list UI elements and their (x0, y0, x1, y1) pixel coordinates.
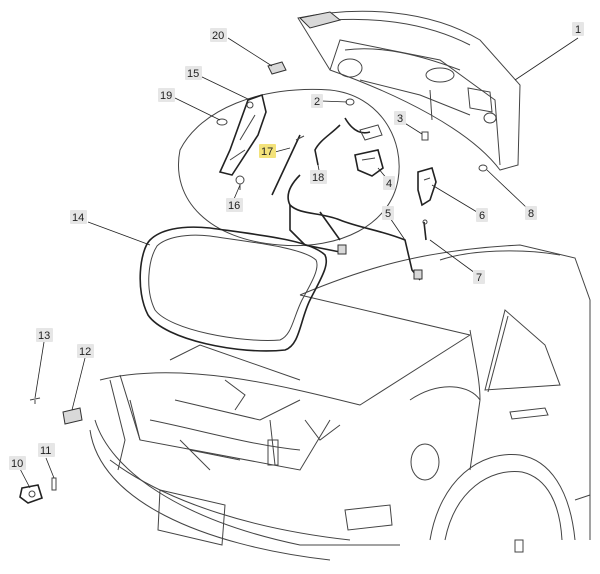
leader-lines (17, 37, 579, 489)
callout-19-label: 19 (160, 90, 172, 102)
callout-7: 7 (473, 270, 485, 284)
callout-15-label: 15 (187, 68, 199, 80)
lift-strut (271, 134, 305, 196)
callout-2-label: 2 (314, 96, 320, 108)
striker (417, 167, 437, 207)
callout-16-label: 16 (228, 200, 240, 212)
callout-10: 10 (9, 456, 26, 470)
callout-4: 4 (383, 176, 395, 190)
callout-2: 2 (311, 94, 323, 108)
callout-18-label: 18 (312, 172, 324, 184)
callout-10-label: 10 (11, 458, 23, 470)
callout-5-label: 5 (385, 208, 391, 220)
weatherstrip (139, 226, 328, 352)
callout-20: 20 (210, 28, 227, 42)
callout-1-label: 1 (575, 24, 581, 36)
callout-15: 15 (185, 66, 202, 80)
bumper-20 (267, 61, 287, 75)
callout-17-label: 17 (261, 146, 273, 158)
bolt-7 (422, 219, 428, 241)
callout-6-label: 6 (479, 210, 485, 222)
callout-8-label: 8 (528, 208, 534, 220)
callout-12: 12 (77, 344, 94, 358)
callout-12-label: 12 (79, 346, 91, 358)
callout-8: 8 (525, 206, 537, 220)
bolt-19 (216, 118, 228, 126)
callout-18: 18 (310, 170, 327, 184)
clip-12 (62, 407, 83, 425)
vehicle-body (89, 244, 591, 561)
wiring-harness (287, 117, 423, 281)
callout-11: 11 (38, 443, 55, 457)
callout-14: 14 (70, 210, 87, 224)
callout-1: 1 (572, 22, 584, 36)
callout-16: 16 (226, 198, 243, 212)
trunk-latch (354, 149, 384, 177)
callout-13-label: 13 (38, 330, 50, 342)
callout-5: 5 (382, 206, 394, 220)
callout-14-label: 14 (72, 212, 84, 224)
callout-17: 17 (259, 144, 276, 158)
detail-circle (178, 88, 400, 247)
callout-4-label: 4 (386, 178, 392, 190)
callout-7-label: 7 (476, 272, 482, 284)
callout-11-label: 11 (40, 445, 51, 457)
lock-cylinder-10 (19, 484, 43, 504)
bolt-2 (345, 98, 355, 106)
callout-6: 6 (476, 208, 488, 222)
hinge-assembly (218, 93, 267, 176)
callout-3-label: 3 (397, 113, 403, 125)
trunk-lid (297, 10, 521, 171)
pin-13 (29, 397, 41, 404)
screw-11 (51, 477, 57, 491)
bolt-16 (235, 175, 245, 190)
bolt-3 (421, 131, 429, 141)
callout-13: 13 (36, 328, 53, 342)
callout-19: 19 (158, 88, 175, 102)
bumper-8 (478, 164, 488, 172)
callout-20-label: 20 (212, 30, 224, 42)
callout-3: 3 (394, 111, 406, 125)
